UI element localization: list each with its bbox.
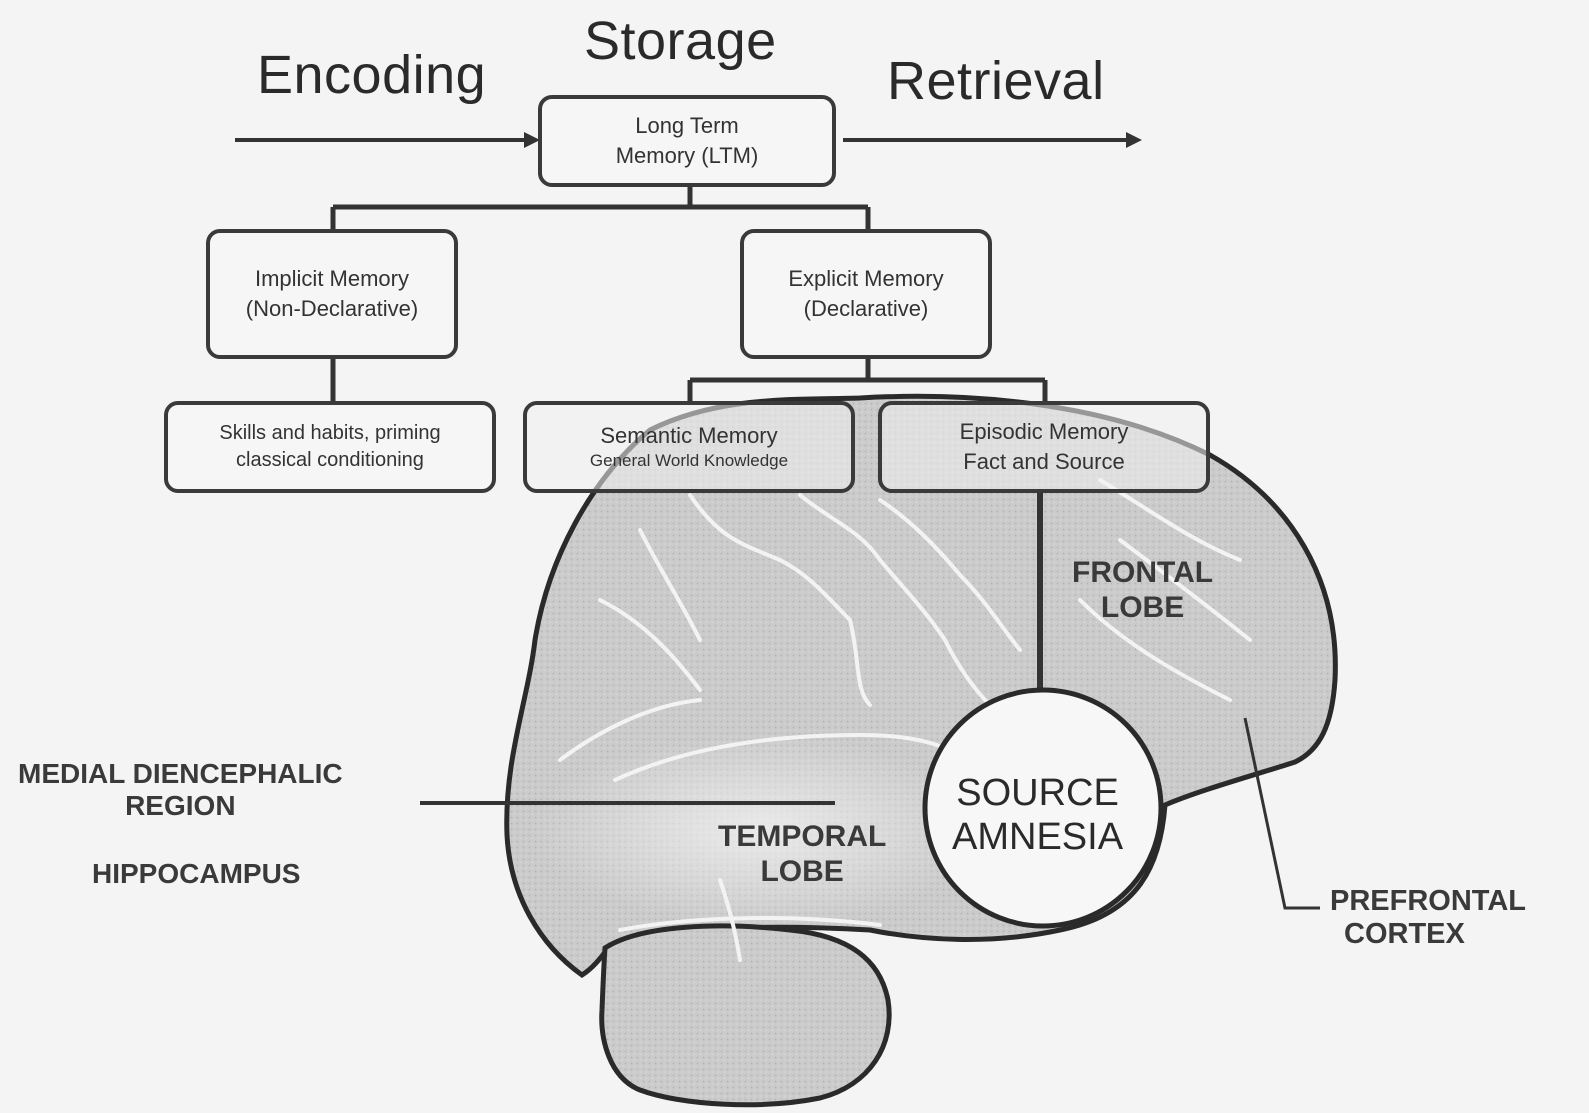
encoding-arrow xyxy=(235,132,540,148)
explicit-line2: (Declarative) xyxy=(803,296,929,321)
semantic-line2: General World Knowledge xyxy=(589,451,789,471)
prefrontal-cortex-line1: PREFRONTAL xyxy=(1330,885,1527,917)
explicit-memory-box: Explicit Memory (Declarative) xyxy=(740,229,992,359)
brain-cerebellum xyxy=(599,923,892,1108)
implicit-line2: (Non-Declarative) xyxy=(245,296,419,321)
retrieval-label: Retrieval xyxy=(887,51,1105,111)
skills-line2: classical conditioning xyxy=(236,449,424,471)
prefrontal-cortex-label: PREFRONTAL CORTEX xyxy=(1330,885,1526,952)
medial-diencephalic-label: MEDIAL DIENCEPHALIC REGION xyxy=(18,758,343,822)
long-term-memory-box: Long Term Memory (LTM) xyxy=(538,95,836,187)
source-amnesia-label: SOURCE AMNESIA xyxy=(952,772,1123,859)
skills-line1: Skills and habits, priming xyxy=(219,422,441,444)
explicit-line1: Explicit Memory xyxy=(788,266,944,292)
frontal-lobe-line2: LOBE xyxy=(1100,590,1185,624)
skills-habits-box: Skills and habits, priming classical con… xyxy=(164,401,496,493)
brain-illustration xyxy=(504,393,1338,1108)
ltm-line1: Long Term xyxy=(635,113,739,139)
storage-label: Storage xyxy=(584,11,777,71)
episodic-line2: Fact and Source xyxy=(963,449,1125,474)
implicit-line1: Implicit Memory xyxy=(254,266,409,292)
temporal-lobe-label: TEMPORAL LOBE xyxy=(718,820,886,889)
frontal-lobe-label: FRONTAL LOBE xyxy=(1072,556,1213,625)
retrieval-arrow xyxy=(843,132,1142,148)
episodic-line1: Episodic Memory xyxy=(959,419,1129,445)
ltm-line2: Memory (LTM) xyxy=(615,143,759,168)
temporal-lobe-line2: LOBE xyxy=(760,854,844,888)
frontal-lobe-line1: FRONTAL xyxy=(1072,556,1214,589)
source-amnesia-line2: AMNESIA xyxy=(952,815,1124,858)
medial-diencephalic-line1: MEDIAL DIENCEPHALIC xyxy=(18,758,343,789)
semantic-line1: Semantic Memory xyxy=(600,422,778,448)
brain-sulci xyxy=(558,478,1252,962)
encoding-label: Encoding xyxy=(257,45,487,105)
implicit-memory-box: Implicit Memory (Non-Declarative) xyxy=(206,229,458,359)
hippocampus-label: HIPPOCAMPUS xyxy=(92,858,301,889)
tree-connectors xyxy=(330,186,1048,404)
episodic-memory-box: Episodic Memory Fact and Source xyxy=(878,401,1210,493)
temporal-lobe-line1: TEMPORAL xyxy=(718,820,887,853)
semantic-memory-box: Semantic Memory General World Knowledge xyxy=(523,401,855,493)
source-amnesia-circle xyxy=(922,687,1164,929)
prefrontal-pointer xyxy=(1243,717,1320,910)
prefrontal-cortex-line2: CORTEX xyxy=(1344,918,1465,951)
source-amnesia-line1: SOURCE xyxy=(956,772,1119,814)
medial-diencephalic-line2: REGION xyxy=(125,790,236,822)
